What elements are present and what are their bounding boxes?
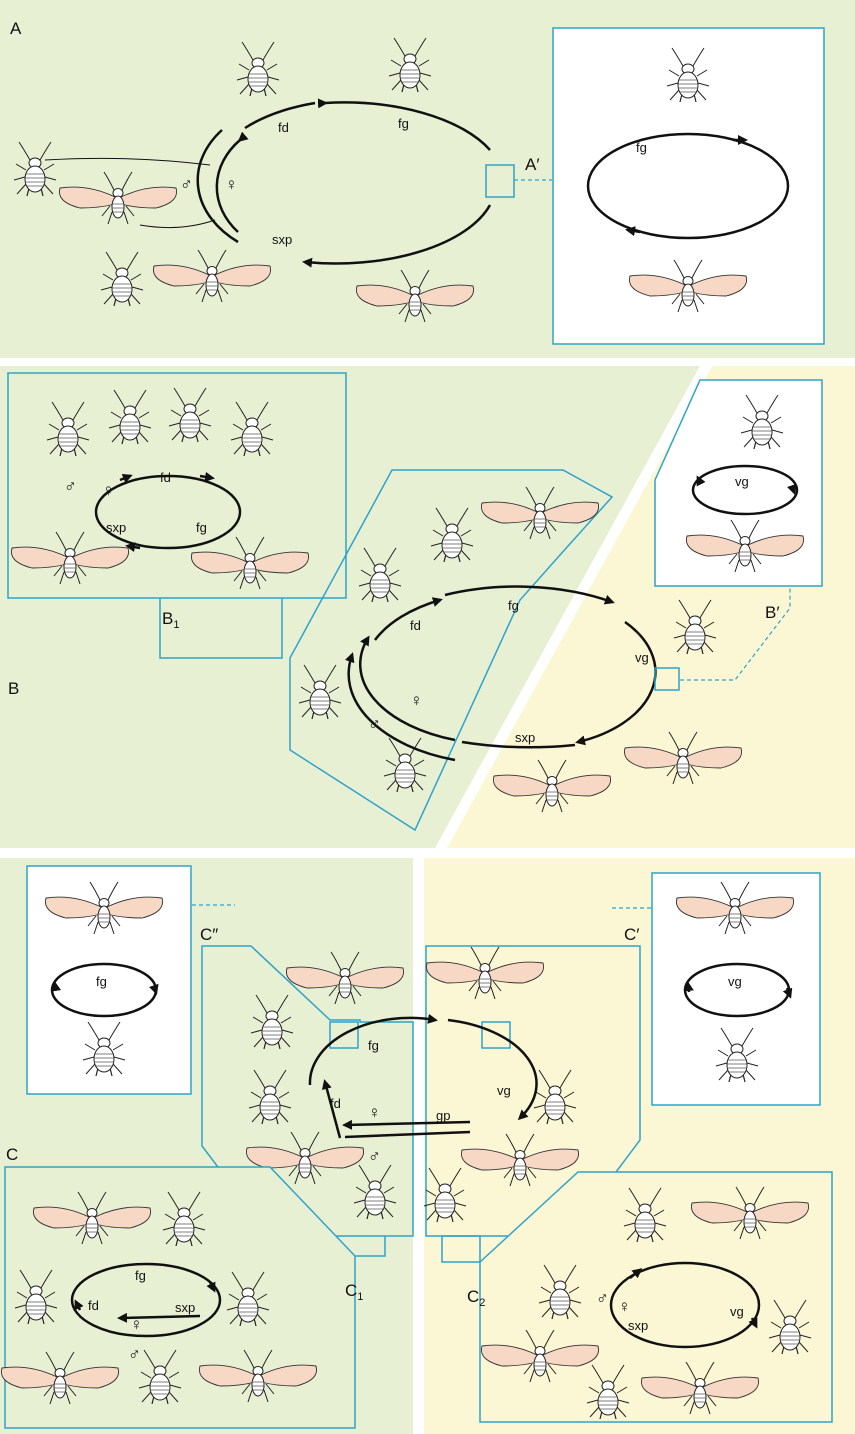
inset-c-double-prime: fg — [26, 865, 192, 1095]
inset-label-c1: C1 — [345, 1281, 363, 1303]
inset-label-b1: B1 — [162, 609, 179, 631]
male-symbol: ♂ — [368, 1147, 381, 1166]
cycle-arrow-icon — [196, 129, 239, 244]
inset-b-prime: vg — [654, 379, 823, 587]
label-sxp: sxp — [272, 232, 292, 247]
cycle-arrow-icon — [244, 101, 316, 130]
label-sxp: sxp — [106, 520, 126, 535]
label-fg: fg — [135, 1268, 146, 1283]
panel-c-letter: C — [6, 1145, 18, 1164]
label-fg: fg — [196, 520, 207, 535]
male-symbol: ♂ — [368, 715, 381, 734]
label-fg: fg — [398, 116, 409, 131]
label-vg: vg — [635, 650, 649, 665]
inset-label-a-prime: A′ — [525, 155, 540, 174]
label-fg: fg — [96, 974, 107, 989]
inset-marker — [485, 164, 515, 198]
panel-b-letter: B — [8, 679, 19, 698]
inset-c1: C1 fg fd sxp ♀ ♂ — [0, 1166, 386, 1429]
female-symbol: ♀ — [225, 175, 238, 194]
female-symbol: ♀ — [102, 481, 115, 500]
label-vg: vg — [730, 1304, 744, 1319]
label-gp: gp — [436, 1108, 450, 1123]
inset-marker — [654, 667, 680, 691]
label-fd: fd — [160, 470, 171, 485]
panel-a-letter: A — [10, 19, 22, 38]
panel-c-cycle — [308, 1013, 538, 1139]
label-fd: fd — [88, 1298, 99, 1313]
female-symbol: ♀ — [130, 1315, 143, 1334]
cycle-arrow-icon — [317, 98, 491, 151]
inset-b1: B1 fd fg sxp ♂ ♀ — [7, 372, 347, 659]
panel-a-cycle — [196, 98, 492, 268]
label-fg: fg — [636, 140, 647, 155]
label-sxp: sxp — [175, 1300, 195, 1315]
label-vg: vg — [735, 474, 749, 489]
panel-a: A fd fg sxp ♂ ♀ A′ — [0, 0, 855, 358]
panel-c: C fg C″ vg C′ — [0, 858, 855, 1434]
male-symbol: ♂ — [128, 1345, 141, 1364]
label-sxp: sxp — [628, 1318, 648, 1333]
inset-label-c2: C2 — [467, 1287, 485, 1309]
male-symbol: ♂ — [596, 1289, 609, 1308]
inset-label-b-prime: B′ — [765, 603, 780, 622]
cycle-arrow-icon — [215, 131, 249, 233]
panel-b: B B1 fd fg sxp ♂ ♀ — [0, 366, 855, 848]
panel-b-cycle — [344, 585, 657, 762]
label-fd: fd — [330, 1096, 341, 1111]
male-symbol: ♂ — [64, 477, 77, 496]
male-symbol: ♂ — [180, 175, 193, 194]
label-fd: fd — [410, 618, 421, 633]
inset-c2: C2 vg sxp ♂ ♀ — [441, 1171, 833, 1423]
female-symbol: ♀ — [410, 691, 423, 710]
inset-c-prime: vg — [651, 872, 821, 1106]
inset-label-c-double-prime: C″ — [200, 925, 218, 944]
label-vg: vg — [497, 1083, 511, 1098]
female-symbol: ♀ — [368, 1103, 381, 1122]
cycle-arrow-icon — [302, 204, 492, 268]
inset-marker — [481, 1021, 511, 1049]
label-vg: vg — [728, 974, 742, 989]
label-sxp: sxp — [515, 730, 535, 745]
inset-a-prime: fg — [552, 27, 825, 345]
label-fd: fd — [278, 120, 289, 135]
label-fg: fg — [368, 1038, 379, 1053]
female-symbol: ♀ — [618, 1297, 631, 1316]
inset-label-c-prime: C′ — [624, 925, 639, 944]
panel-b-frame — [289, 469, 614, 832]
inset-marker — [329, 1021, 359, 1049]
label-fg: fg — [508, 598, 519, 613]
